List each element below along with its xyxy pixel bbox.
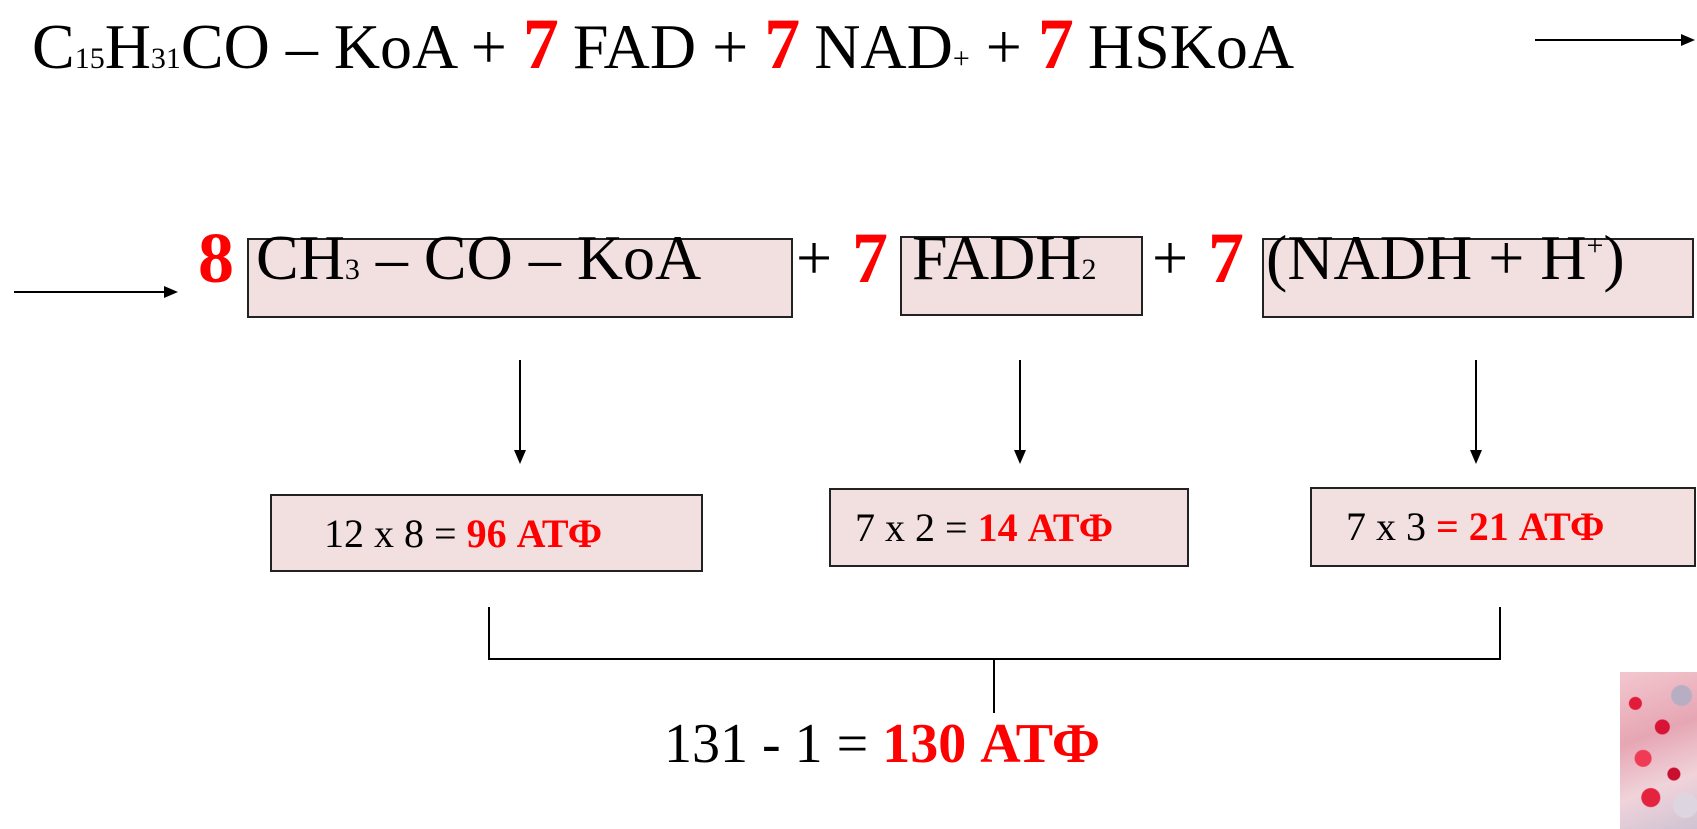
nadh-box [1262,238,1694,318]
reaction-arrow-left [14,286,178,298]
hydrogen-subscript: 31 [150,42,181,75]
fadh2-calc-box: 7 x 2 = 14 АТФ [829,488,1189,567]
nadh-close: ) [1603,222,1625,293]
fadh2-label: FADH2 [912,218,1097,310]
fadh-subscript: 2 [1081,253,1097,286]
acyl-koa-text: CO – KoA + [180,11,523,82]
fad-coefficient: 7 [522,4,559,84]
total-result: 130 АТФ [882,713,1100,775]
bracket-stem [993,660,995,713]
arrow-down-fadh2 [1014,360,1026,464]
nadh-text: (NADH + H [1266,222,1587,293]
arrow-down-nadh [1470,360,1482,464]
plus-sign-1: + [796,222,833,293]
acetyl-koa-box [247,238,793,318]
hydrogen-symbol: H [104,11,151,82]
nadh-calc-result: = 21 АТФ [1436,504,1605,549]
carbon-subscript: 15 [74,42,105,75]
acetyl-calc-expr: 12 x 8 = [324,511,467,556]
bracket-right [1499,607,1501,660]
carbon-symbol: C [32,11,75,82]
fadh2-calc: 7 x 2 = 14 АТФ [855,502,1113,554]
total-expr: 131 - 1 = [664,713,883,775]
nad-charge: + [952,42,970,75]
nad-coefficient: 7 [764,4,801,84]
fadh2-calc-expr: 7 x 2 = [855,505,978,550]
fadh2-calc-result: 14 АТФ [977,505,1114,550]
fad-text: FAD + [572,11,765,82]
tissue-photo [1620,672,1697,829]
acetyl-calc: 12 x 8 = 96 АТФ [324,508,602,560]
acetyl-coefficient: 8 [198,218,234,298]
acetyl-koa-label: CH3 – CO – KoA [256,218,701,310]
proton-charge: + [1586,229,1604,262]
acetyl-calc-box: 12 x 8 = 96 АТФ [270,494,703,572]
acetyl-rest: – CO – KoA [359,222,702,293]
plus-sign-2: + [1152,222,1189,293]
acetyl-subscript: 3 [344,253,360,286]
acetyl-ch: CH [256,222,345,293]
fadh2-box [900,236,1143,316]
nad-text: NAD [814,11,953,82]
bracket-bottom [488,658,1501,660]
acetyl-calc-result: 96 АТФ [466,511,603,556]
reaction-arrow-top [1535,34,1695,46]
arrow-down-acetyl [514,360,526,464]
nadh-calc: 7 x 3 = 21 АТФ [1346,501,1604,553]
bracket-left [488,607,490,660]
total-atp: 131 - 1 = 130 АТФ [664,704,1100,784]
nadh-calc-expr: 7 x 3 [1346,504,1436,549]
nadh-coefficient: 7 [1208,218,1244,298]
nadh-calc-box: 7 x 3 = 21 АТФ [1310,487,1696,567]
fadh-text: FADH [912,222,1082,293]
hskoa-coefficient: 7 [1037,4,1074,84]
plus-sign: + [969,11,1038,82]
nadh-label: (NADH + H+) [1266,218,1625,298]
hskoa-text: HSKoA [1087,11,1295,82]
fadh-coefficient: 7 [852,218,888,298]
